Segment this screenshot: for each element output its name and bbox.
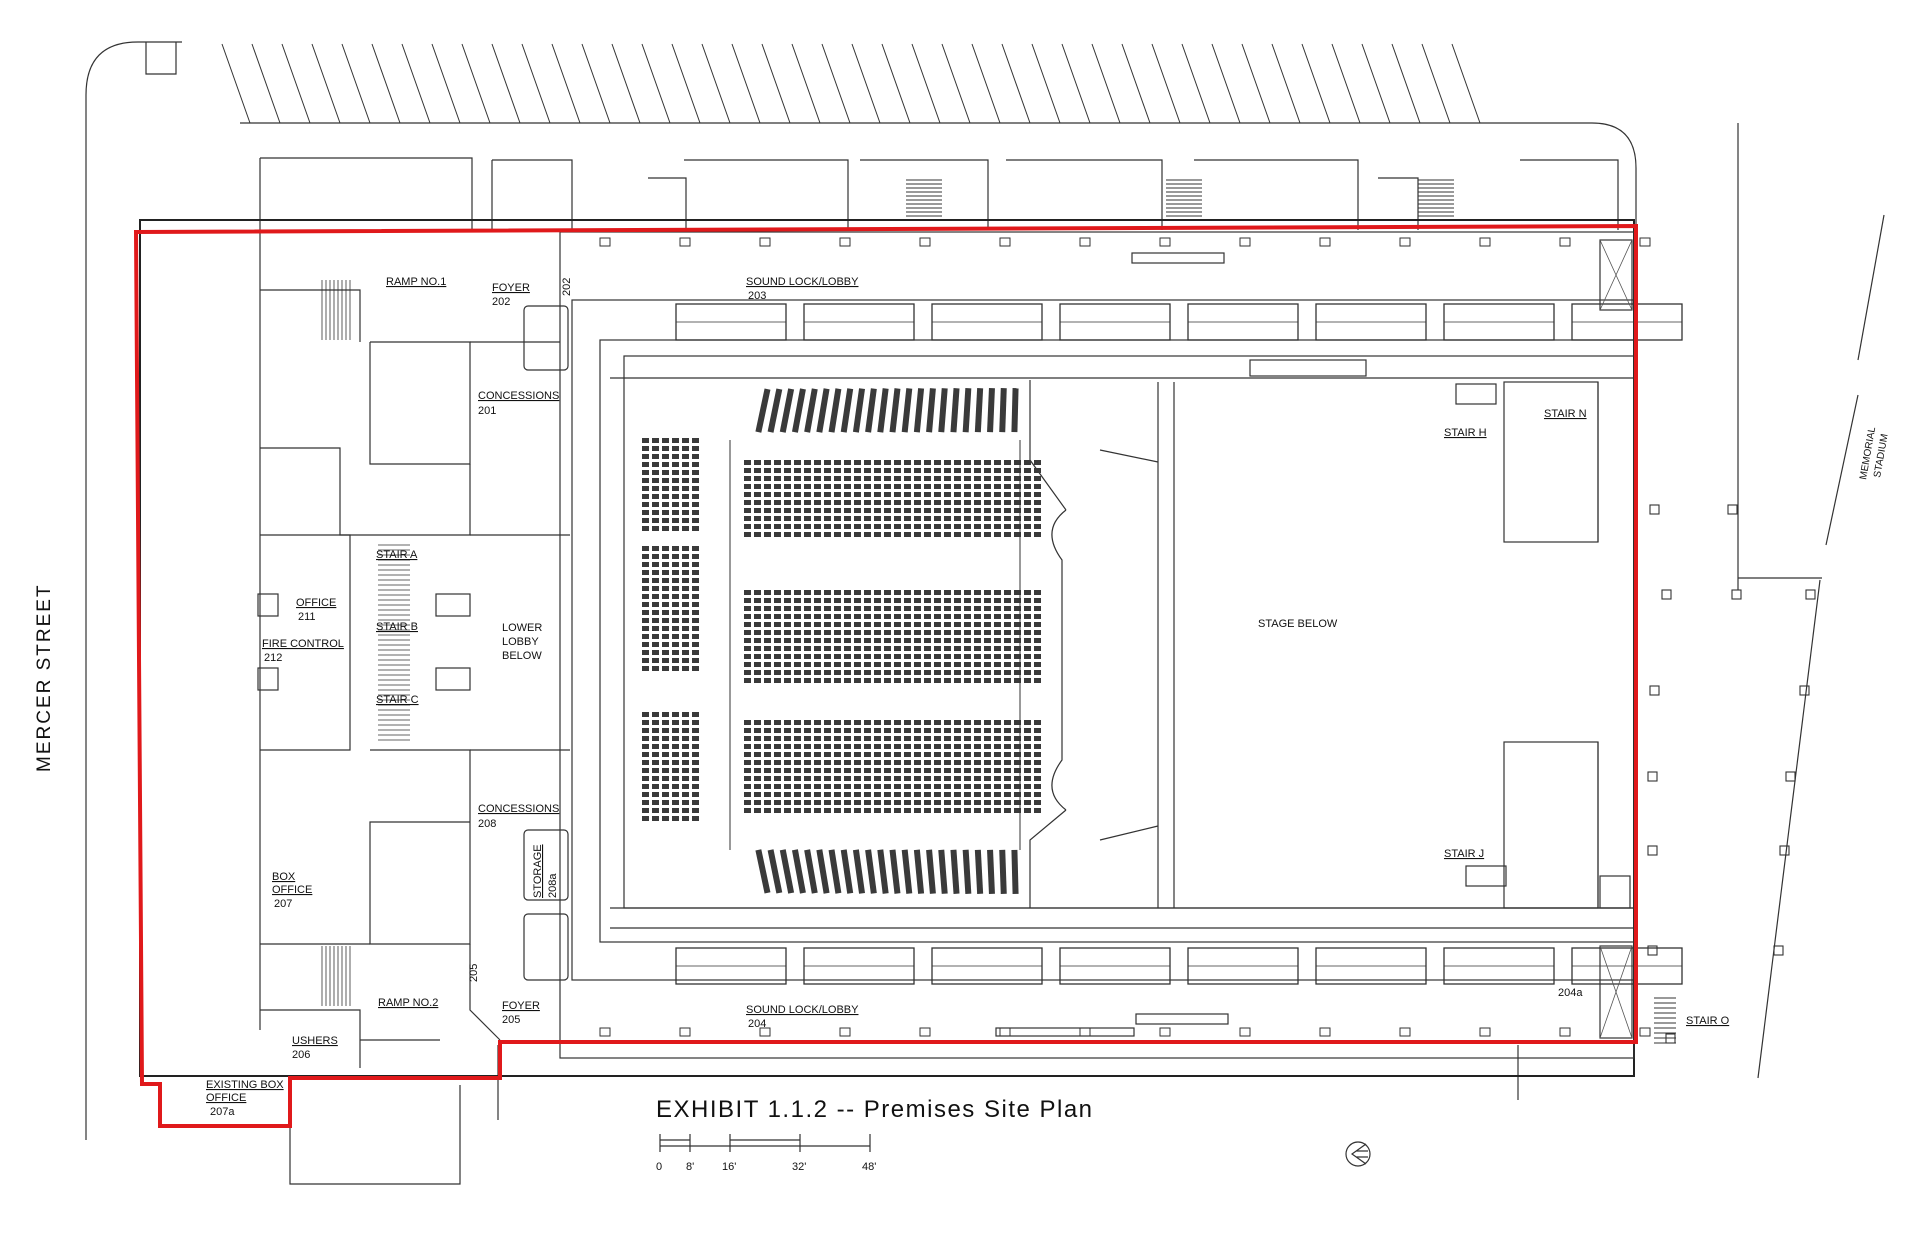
label-lower-lobby-1: LOWER [502, 622, 542, 634]
label-box-office-2: OFFICE [272, 884, 312, 896]
label-foyer-205: FOYER [502, 1000, 540, 1012]
scale-tick-0: 0 [656, 1161, 662, 1173]
label-ramp-2: RAMP NO.2 [378, 997, 438, 1009]
label-fire-control-212: FIRE CONTROL [262, 638, 344, 650]
label-office-211-num: 211 [298, 611, 316, 623]
label-lower-lobby-3: BELOW [502, 650, 542, 662]
label-stair-n: STAIR N [1544, 408, 1587, 420]
label-ushers-num: 206 [292, 1049, 310, 1061]
label-foyer-205-num: 205 [502, 1014, 520, 1026]
site-context [85, 41, 1885, 1185]
label-stair-j: STAIR J [1444, 848, 1484, 860]
label-sound-lock-203: SOUND LOCK/LOBBY [746, 276, 859, 288]
scale-tick-3: 32' [792, 1161, 806, 1173]
label-stage-below: STAGE BELOW [1258, 618, 1338, 630]
label-concessions-201-num: 201 [478, 405, 496, 417]
label-office-211: OFFICE [296, 597, 336, 609]
label-storage: STORAGE [532, 844, 544, 898]
label-sound-lock-204-num: 204 [748, 1018, 766, 1030]
scale-bar: 0 8' 16' 32' 48' [656, 1134, 876, 1173]
label-ushers: USHERS [292, 1035, 338, 1047]
label-stair-h: STAIR H [1444, 427, 1487, 439]
label-204a: 204a [1558, 987, 1583, 999]
auditorium-seating [642, 388, 1041, 894]
parking-hatch [221, 43, 1494, 124]
label-box-office-num: 207 [274, 898, 292, 910]
north-arrow-icon [1345, 1141, 1371, 1167]
label-sound-lock-203-num: 203 [748, 290, 766, 302]
label-202-rot: 202 [561, 278, 573, 296]
label-sound-lock-204: SOUND LOCK/LOBBY [746, 1004, 859, 1016]
scale-tick-2: 16' [722, 1161, 736, 1173]
exhibit-title: EXHIBIT 1.1.2 -- Premises Site Plan [656, 1096, 1094, 1123]
label-foyer-202: FOYER [492, 282, 530, 294]
label-concessions-208: CONCESSIONS [478, 803, 559, 815]
label-storage-num: 208a [547, 873, 559, 898]
label-foyer-202-num: 202 [492, 296, 510, 308]
street-label-mercer: MERCER STREET [34, 583, 55, 772]
label-stair-o: STAIR O [1686, 1015, 1730, 1027]
label-ramp-1: RAMP NO.1 [386, 276, 446, 288]
label-stair-b: STAIR B [376, 621, 418, 633]
scale-tick-4: 48' [862, 1161, 876, 1173]
room-labels: MERCER STREET MEMORIAL STADIUM RAMP NO.1… [34, 276, 1891, 1118]
label-lower-lobby-2: LOBBY [502, 636, 539, 648]
label-concessions-208-num: 208 [478, 818, 496, 830]
label-stair-a: STAIR A [376, 549, 418, 561]
label-205-rot: 205 [468, 964, 480, 982]
building-linework [139, 219, 1683, 1077]
label-existing-box-2: OFFICE [206, 1092, 246, 1104]
north-bays [259, 157, 1619, 232]
label-stair-c: STAIR C [376, 694, 419, 706]
scale-tick-1: 8' [686, 1161, 694, 1173]
label-existing-box-1: EXISTING BOX [206, 1079, 284, 1091]
premises-boundary [133, 223, 1638, 1128]
label-concessions-201: CONCESSIONS [478, 390, 559, 402]
label-existing-box-num: 207a [210, 1106, 235, 1118]
label-fire-control-212-num: 212 [264, 652, 282, 664]
label-box-office-1: BOX [272, 871, 296, 883]
